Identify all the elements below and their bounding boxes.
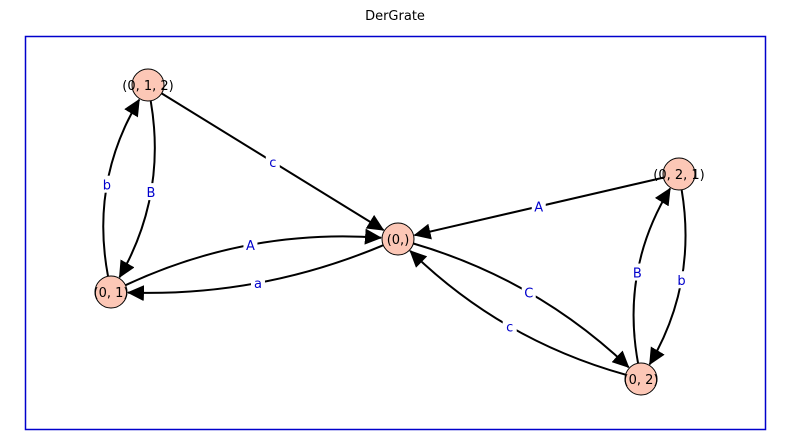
node-label: (0, 1): [94, 286, 129, 301]
edge-label-background: [521, 283, 536, 301]
edge-n02-to-n0: [409, 250, 626, 376]
edge-label-background: [502, 317, 517, 335]
diagram-title: DerGrate: [365, 9, 425, 24]
edge-label: B: [147, 186, 156, 201]
graph-node: [381, 222, 415, 256]
edge-label-background: [265, 152, 280, 170]
edge-label: b: [103, 179, 111, 194]
edge-label: b: [677, 274, 685, 289]
edge-label: c: [506, 320, 513, 335]
edge-label-background: [630, 263, 645, 281]
nodes-layer: (0,) (0, 1) (0, 2) (0, 1, 2) (0, 2, 1): [94, 68, 705, 396]
edge-label: c: [269, 156, 276, 171]
edge-label: C: [524, 286, 533, 301]
diagram-frame: [24, 35, 767, 431]
edge-label: A: [534, 200, 543, 215]
edge-label-background: [99, 175, 114, 193]
graph-node: [624, 362, 658, 396]
edge-label: B: [633, 267, 642, 282]
graph-node: [662, 157, 696, 191]
edge-n0-to-n02: [413, 242, 630, 369]
edge-label: A: [246, 239, 255, 254]
edge-label-background: [250, 273, 265, 291]
node-label: (0, 2, 1): [653, 168, 705, 183]
edge-label: a: [254, 277, 262, 292]
node-label: (0, 2): [624, 373, 659, 388]
edge-label-background: [674, 271, 689, 289]
node-label: (0,): [387, 233, 410, 248]
graph-node: [94, 275, 128, 309]
edge-label-background: [243, 235, 258, 253]
edge-label-background: [144, 183, 159, 201]
edge-label-background: [531, 197, 546, 215]
graph-node: [131, 68, 165, 102]
node-label: (0, 1, 2): [122, 79, 174, 94]
